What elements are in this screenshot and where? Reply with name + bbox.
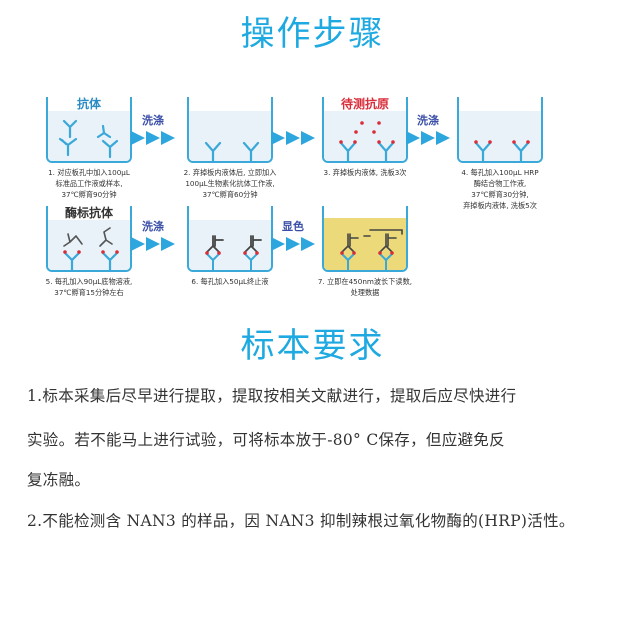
- sandwich-complex-icon: [205, 235, 262, 271]
- arrow-wash-4: 洗涤: [118, 219, 188, 251]
- step-7: 7. 立即在450nm波长下读数, 处理数据: [305, 206, 425, 298]
- capture-antibody-icon: [204, 141, 260, 163]
- arrow-wash-1: 洗涤: [118, 113, 188, 145]
- section-title-sample-requirements: 标本要求: [240, 326, 385, 366]
- chevron-right-icon: [393, 131, 463, 145]
- requirement-line-2: 实验。若不能马上进行试验，可将标本放于-80° C保存，但应避免反: [27, 431, 505, 449]
- well-label: 酶标抗体: [64, 206, 113, 220]
- antigen-binding-icon: [339, 121, 395, 163]
- well-step-4: [457, 97, 543, 163]
- requirement-line-4: 2.不能检测含 NAN3 的样品，因 NAN3 抑制辣根过氧化物酶的(HRP)活…: [27, 512, 575, 530]
- step-6: 6. 每孔加入50μL终止液: [170, 206, 290, 287]
- step-caption: 7. 立即在450nm波长下读数, 处理数据: [317, 277, 413, 297]
- arrow-color-5: 显色: [258, 219, 328, 251]
- section-title-procedure: 操作步骤: [240, 14, 385, 54]
- arrow-next-2: [258, 113, 328, 145]
- step-caption: 4. 每孔加入100μL HRP 酶结合物工作液, 37℃孵育30分钟, 弃掉板…: [461, 168, 539, 210]
- well-step-7: [322, 206, 408, 272]
- step-caption: 5. 每孔加入90μL底物溶液, 37℃孵育15分钟左右: [45, 277, 133, 297]
- well-label: 抗体: [76, 97, 101, 111]
- step-5: 酶标抗体 5. 每孔加入90μL底物溶液, 37℃孵育15分钟左右: [29, 206, 149, 298]
- well-label: 待测抗原: [340, 97, 389, 111]
- procedure-diagram: 抗体 1. 对应板孔中加入100μL 标准品工作液或样本, 37℃孵育90分钟 …: [0, 85, 625, 300]
- requirement-line-1: 1.标本采集后尽早进行提取，提取按相关文献进行，提取后应尽快进行: [27, 387, 517, 405]
- step-3: 待测抗原 3. 弃掉板内液体, 洗板3次: [305, 97, 425, 178]
- antibody-icon: [58, 119, 119, 159]
- well-step-5: 酶标抗体: [46, 206, 132, 272]
- step-1: 抗体 1. 对应板孔中加入100μL 标准品工作液或样本, 37℃孵育90分钟: [29, 97, 149, 200]
- step-caption: 2. 弃掉板内液体后, 立即加入 100μL生物素化抗体工作液, 37℃孵育60…: [183, 168, 277, 199]
- step-caption: 6. 每孔加入50μL终止液: [191, 277, 269, 286]
- enzyme-antibody-icon: [63, 227, 119, 272]
- step-caption: 1. 对应板孔中加入100μL 标准品工作液或样本, 37℃孵育90分钟: [48, 168, 130, 199]
- requirement-line-3: 复冻融。: [27, 471, 91, 489]
- well-step-2: [187, 97, 273, 163]
- well-step-6: [187, 206, 273, 272]
- chevron-right-icon: [118, 131, 188, 145]
- color-reaction-icon: [340, 229, 403, 271]
- chevron-right-icon: [118, 237, 188, 251]
- well-step-1: 抗体: [46, 97, 132, 163]
- step-2: 2. 弃掉板内液体后, 立即加入 100μL生物素化抗体工作液, 37℃孵育60…: [170, 97, 290, 200]
- chevron-right-icon: [258, 237, 328, 251]
- chevron-right-icon: [258, 131, 328, 145]
- bound-antigen-icon: [474, 140, 530, 163]
- arrow-wash-3: 洗涤: [393, 113, 463, 145]
- step-caption: 3. 弃掉板内液体, 洗板3次: [323, 168, 407, 177]
- step-4: 4. 每孔加入100μL HRP 酶结合物工作液, 37℃孵育30分钟, 弃掉板…: [440, 97, 560, 211]
- well-step-3: 待测抗原: [322, 97, 408, 163]
